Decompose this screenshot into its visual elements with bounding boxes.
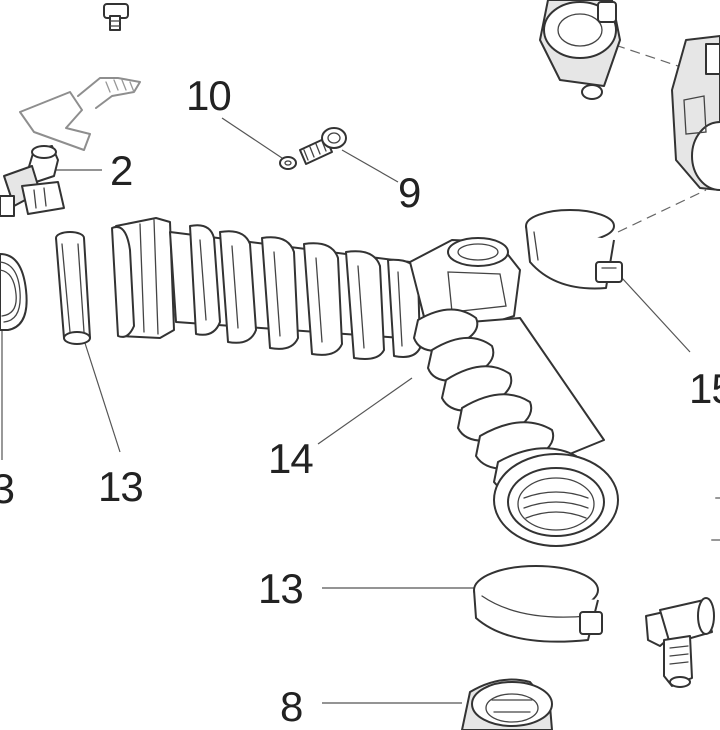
leader-line-14 [317,377,413,445]
callout-8: 8 [280,683,303,730]
callout-3: 3 [0,468,14,510]
leader-line-10 [221,117,289,163]
bolt [300,128,346,164]
connector-bracket [20,78,140,150]
hose-clamp-right [526,210,622,288]
callout-10: 10 [186,72,232,119]
clamp-ring-left [56,232,90,344]
callout-15: 15 [689,368,720,410]
callout-13-bottom: 13 [258,565,304,612]
leader-line-15 [621,277,691,353]
throttle-body [540,0,720,190]
intake-adapter [462,680,552,730]
fuel-injector-right [646,498,720,687]
fuel-injector-left [0,146,64,216]
intake-hose-y-pipe [112,218,618,546]
hose-ribs-horizontal [190,225,420,359]
callout-14: 14 [268,435,314,482]
leader-line-13a [83,339,121,453]
leader-line-9 [341,149,399,183]
screw-top-left [104,4,128,30]
assembly-line-clamp-throttle [617,189,707,233]
callout-9: 9 [398,169,421,216]
washer [280,157,296,169]
callout-2: 2 [110,147,133,194]
clamp-ring-bottom [474,566,602,642]
seal-ring-left [0,254,27,330]
callout-13-left: 13 [98,463,144,510]
